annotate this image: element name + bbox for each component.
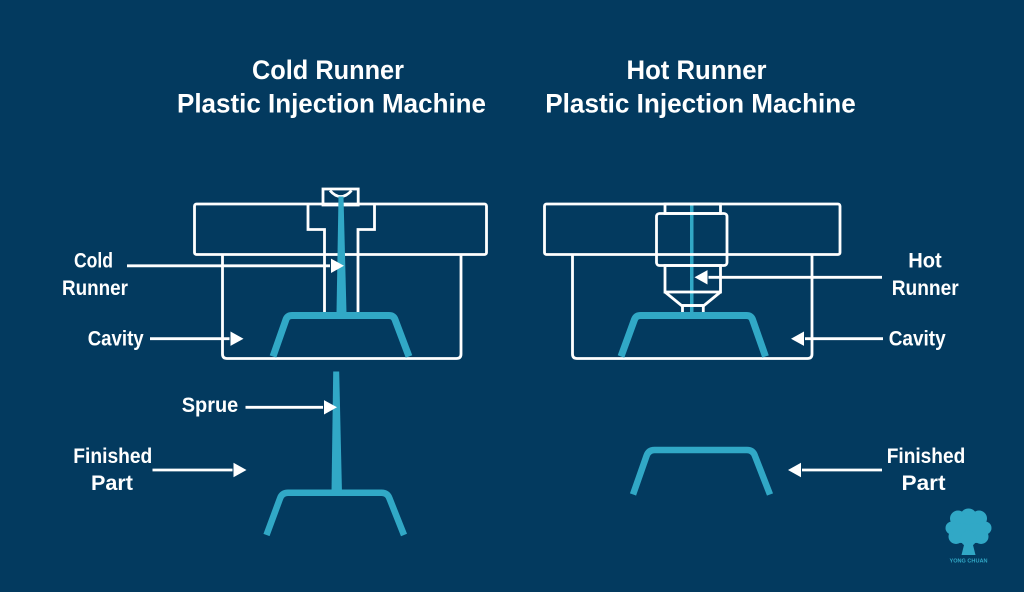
svg-text:Cavity: Cavity: [889, 328, 946, 351]
svg-text:Part: Part: [91, 472, 133, 495]
svg-text:Plastic Injection Machine: Plastic Injection Machine: [177, 89, 486, 119]
svg-text:Hot Runner: Hot Runner: [627, 55, 767, 85]
svg-text:Sprue: Sprue: [182, 394, 239, 417]
svg-text:Runner: Runner: [62, 277, 128, 300]
svg-text:YONG CHUAN: YONG CHUAN: [950, 559, 988, 565]
svg-text:Plastic Injection Machine: Plastic Injection Machine: [545, 89, 856, 119]
svg-text:Hot: Hot: [908, 250, 942, 273]
svg-text:Finished: Finished: [73, 445, 152, 468]
svg-text:Cavity: Cavity: [88, 328, 144, 351]
svg-text:Runner: Runner: [892, 277, 959, 300]
svg-text:Finished: Finished: [887, 445, 966, 468]
svg-text:Part: Part: [902, 472, 946, 495]
svg-text:Cold: Cold: [74, 250, 113, 273]
svg-text:Cold Runner: Cold Runner: [252, 55, 404, 85]
